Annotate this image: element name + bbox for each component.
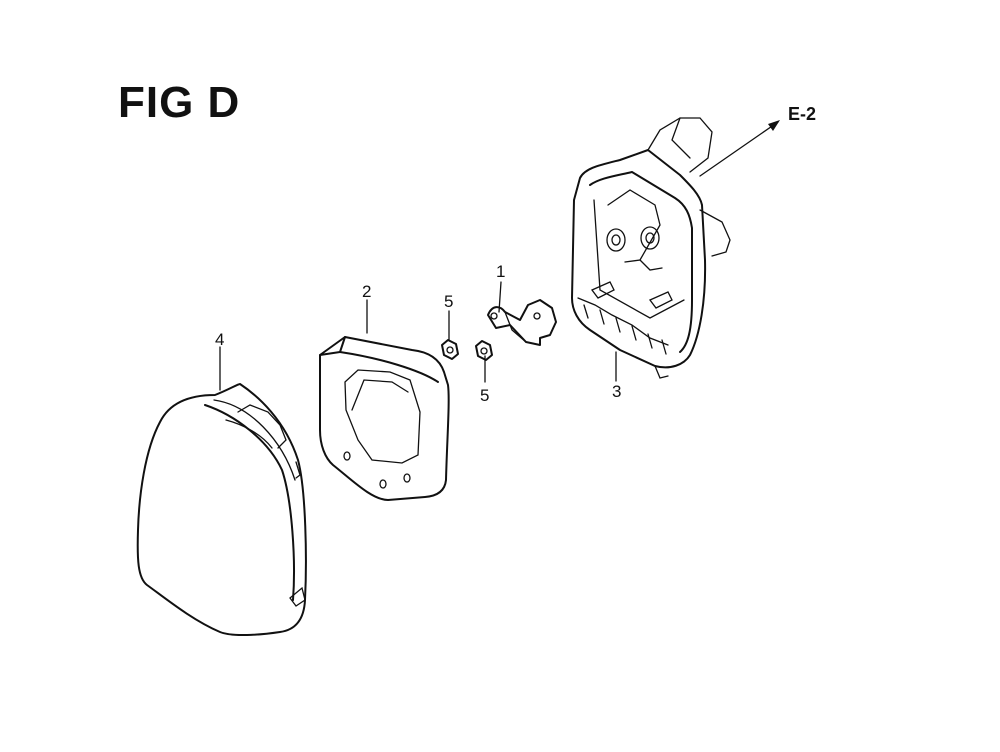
callout-part-2: 2 [362, 282, 372, 301]
callout-part-5-lower: 5 [480, 386, 490, 405]
part-1-bracket [487, 299, 557, 346]
reference-label-e2: E-2 [788, 104, 817, 124]
part-4-air-cleaner-cover [136, 383, 307, 636]
callout-part-3: 3 [612, 382, 622, 401]
reference-arrow [699, 120, 780, 177]
figure-title: FIG D [118, 78, 241, 127]
callout-part-4: 4 [215, 330, 225, 349]
part-3-air-cleaner-case [571, 117, 731, 379]
callout-part-1: 1 [496, 262, 506, 281]
part-5-nut-b [475, 340, 493, 361]
leader-lines [219, 281, 617, 391]
callout-part-5-upper: 5 [444, 292, 454, 311]
part-5-nut-a [441, 339, 459, 360]
part-2-filter-element [319, 336, 450, 501]
